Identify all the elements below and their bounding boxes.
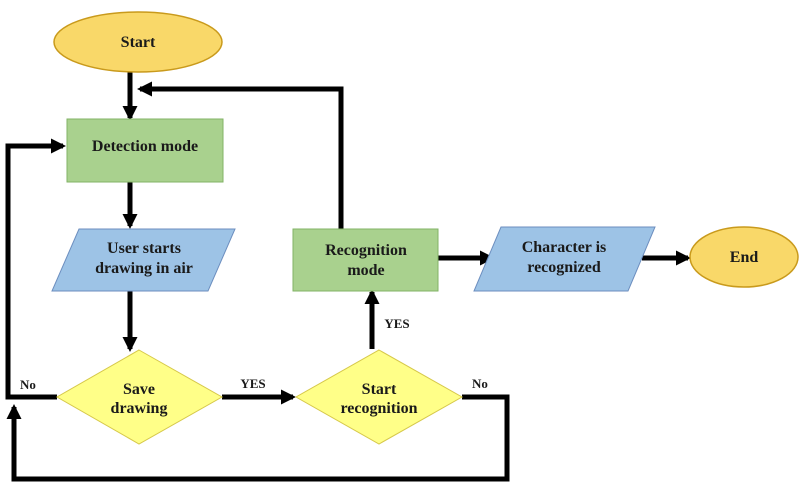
save-label-line2: drawing [111, 400, 168, 417]
edge-save-no-detection [5, 138, 66, 400]
save-label-line1: Save [123, 381, 155, 398]
character-recognized-node: Character is recognized [473, 226, 656, 292]
start-terminal-shape [53, 11, 223, 73]
edge-label-recog-yes: YES [384, 316, 409, 331]
character-recognized-label-line1: Character is [522, 239, 607, 256]
start-recognition-label-line2: recognition [340, 400, 417, 417]
recognition-mode-label-line2: mode [347, 262, 384, 279]
end-terminal-shape [689, 226, 799, 288]
edge-label-save-yes: YES [240, 376, 265, 391]
start-node: Start [53, 11, 223, 73]
character-recognized-label-line2: recognized [527, 259, 601, 276]
user-draw-label-line1: User starts [107, 240, 181, 257]
end-node: End [689, 226, 799, 288]
detection-process-shape [66, 118, 224, 183]
recognition-mode-node: Recognition mode [292, 228, 439, 292]
connectors [5, 72, 691, 482]
edge-recogmode-detection [137, 81, 344, 230]
start-recognition-node: Start recognition [294, 349, 464, 445]
edge-label-recog-no: No [472, 376, 488, 391]
character-recognized-io-shape [473, 226, 656, 292]
start-recognition-decision-shape [294, 349, 464, 445]
detection-label: Detection mode [92, 138, 198, 155]
user-draw-io-shape [51, 228, 236, 292]
start-recognition-label-line1: Start [362, 381, 397, 398]
edge-startrecog-no-loop [6, 394, 510, 482]
save-node: Save drawing [55, 349, 224, 445]
user-draw-node: User starts drawing in air [51, 228, 236, 292]
save-decision-shape [55, 349, 224, 445]
recognition-mode-process-shape [292, 228, 439, 292]
edge-label-save-no: No [20, 377, 36, 392]
start-label: Start [121, 34, 156, 51]
detection-node: Detection mode [66, 118, 224, 183]
recognition-mode-label-line1: Recognition [325, 242, 407, 259]
end-label: End [730, 249, 759, 266]
user-draw-label-line2: drawing in air [95, 260, 193, 277]
